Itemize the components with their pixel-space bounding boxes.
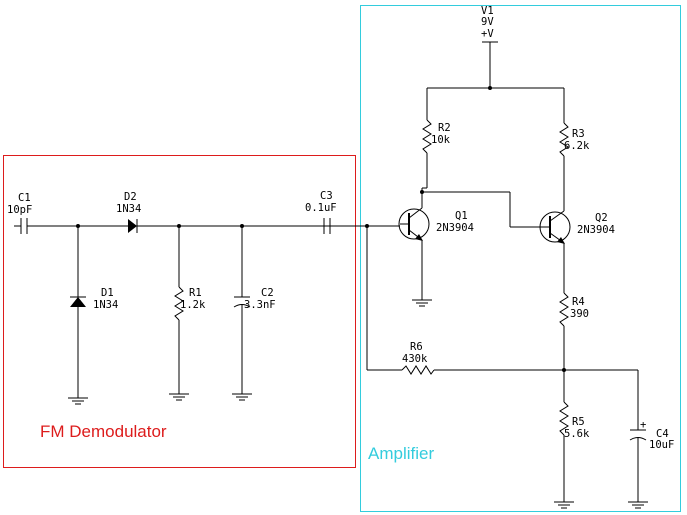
node-dot (562, 368, 566, 372)
d1-value: 1N34 (93, 299, 118, 311)
r4-ref: R4 (572, 296, 585, 308)
capacitor-c3 (318, 218, 400, 234)
c3-ref: C3 (320, 190, 333, 202)
resistor-r6 (366, 226, 638, 375)
c2-value: 3.3nF (244, 299, 276, 311)
resistor-r4 (559, 292, 569, 402)
capacitor-c2 (233, 226, 251, 384)
ground-icon (67, 387, 89, 405)
q1-value: 2N3904 (436, 222, 474, 234)
r6-ref: R6 (410, 341, 423, 353)
r3-value: 6.2k (564, 140, 590, 152)
resistor-r3 (559, 122, 569, 207)
ground-icon (168, 383, 190, 401)
r5-value: 5.6k (564, 428, 590, 440)
r1-ref: R1 (189, 287, 202, 299)
r2-ref: R2 (438, 122, 451, 134)
capacitor-c4: + (629, 370, 646, 492)
amplifier-box (360, 5, 681, 512)
d1-ref: D1 (101, 287, 114, 299)
node-dot (488, 86, 492, 90)
diode-d1 (70, 226, 86, 388)
c2-ref: C2 (261, 287, 274, 299)
v1-node: +V (481, 28, 494, 40)
transistor-q1 (398, 205, 430, 290)
wire-q1-collector-to-q2-base (422, 191, 542, 228)
svg-text:+: + (640, 419, 646, 431)
amplifier-label: Amplifier (368, 444, 434, 463)
r5-ref: R5 (572, 416, 585, 428)
r1-value: 1.2k (180, 299, 206, 311)
c4-ref: C4 (656, 428, 669, 440)
v1-ref: V1 (481, 5, 494, 17)
r2-value: 10k (431, 134, 451, 146)
node-dot (365, 224, 369, 228)
c1-value: 10pF (7, 204, 32, 216)
r3-ref: R3 (572, 128, 585, 140)
d2-ref: D2 (124, 191, 137, 203)
r4-value: 390 (570, 308, 589, 320)
supply-rail (426, 41, 565, 123)
transistor-q2 (539, 207, 571, 293)
resistor-r5 (559, 401, 569, 492)
c4-value: 10uF (649, 439, 674, 451)
node-dot (420, 190, 424, 194)
resistor-r1 (174, 226, 184, 384)
c1-ref: C1 (18, 192, 31, 204)
r6-value: 430k (402, 353, 428, 365)
q2-value: 2N3904 (577, 224, 615, 236)
fm-demodulator-box (3, 155, 356, 468)
ground-icon (627, 491, 649, 509)
capacitor-c1 (14, 218, 128, 234)
ground-icon (553, 491, 575, 509)
q1-ref: Q1 (455, 210, 468, 222)
ground-icon (231, 383, 253, 401)
d2-value: 1N34 (116, 203, 141, 215)
v1-value: 9V (481, 16, 494, 28)
c3-value: 0.1uF (305, 202, 337, 214)
q2-ref: Q2 (595, 212, 608, 224)
diode-d2 (128, 219, 338, 233)
fm-demodulator-label: FM Demodulator (40, 422, 167, 441)
ground-icon (411, 289, 433, 307)
